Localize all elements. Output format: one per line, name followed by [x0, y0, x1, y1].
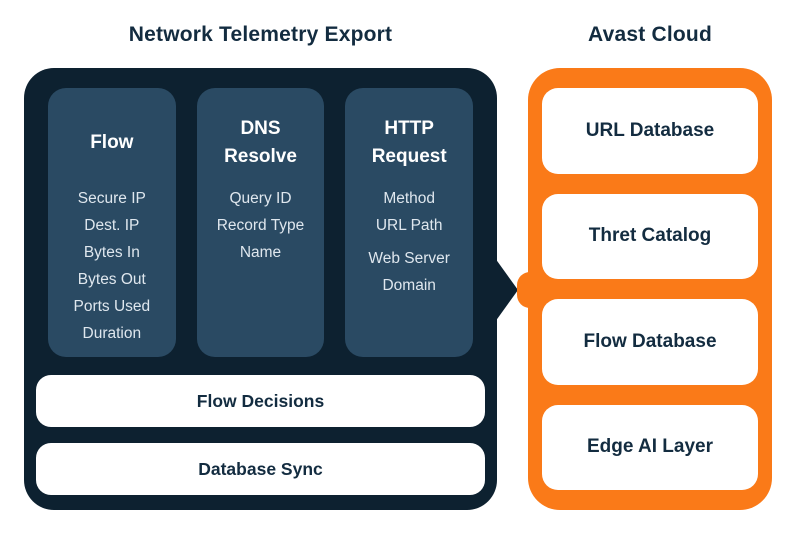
flow-decisions-bar: Flow Decisions: [36, 375, 485, 427]
edge-ai-layer-card: Edge AI Layer: [542, 404, 758, 490]
telemetry-field: Bytes In: [83, 244, 140, 261]
telemetry-field: Web Server Domain: [368, 250, 450, 294]
telemetry-field: URL Path: [375, 217, 443, 234]
database-sync-bar: Database Sync: [36, 443, 485, 495]
telemetry-field: Method: [383, 190, 436, 207]
panel-connector-arrow: [495, 258, 518, 322]
flow-card: Flow Secure IP Dest. IP Bytes In Bytes O…: [48, 88, 176, 357]
telemetry-field: Query ID: [229, 190, 292, 207]
telemetry-field: Secure IP: [77, 190, 146, 207]
telemetry-field: Dest. IP: [84, 217, 140, 234]
telemetry-cards-row: Flow Secure IP Dest. IP Bytes In Bytes O…: [48, 88, 474, 357]
thret-catalog-card: Thret Catalog: [542, 193, 758, 279]
telemetry-field: Ports Used: [73, 298, 151, 315]
telemetry-field: Name: [239, 244, 282, 261]
panel-connector-bump: [517, 272, 530, 308]
avast-cloud-panel: URL Database Thret Catalog Flow Database…: [528, 68, 772, 510]
telemetry-field: Record Type: [216, 217, 305, 234]
url-database-card: URL Database: [542, 88, 758, 174]
network-telemetry-export-title: Network Telemetry Export: [128, 23, 393, 46]
http-request-card: HTTP Request Method URL Path Web Server …: [345, 88, 474, 357]
telemetry-field: Bytes Out: [77, 271, 146, 288]
avast-cloud-title: Avast Cloud: [588, 23, 712, 46]
dns-resolve-card-items: Query ID Record Type Name: [203, 185, 319, 266]
network-telemetry-panel: Flow Secure IP Dest. IP Bytes In Bytes O…: [24, 68, 497, 510]
http-request-card-title: HTTP Request: [371, 118, 447, 167]
flow-card-title: Flow: [90, 132, 134, 154]
telemetry-field: Duration: [82, 325, 142, 342]
flow-database-card: Flow Database: [542, 299, 758, 385]
flow-card-items: Secure IP Dest. IP Bytes In Bytes Out Po…: [54, 185, 170, 347]
dns-resolve-card-title: DNS Resolve: [224, 118, 297, 167]
http-request-card-items: Method URL Path Web Server Domain: [351, 185, 467, 299]
dns-resolve-card: DNS Resolve Query ID Record Type Name: [196, 88, 325, 357]
